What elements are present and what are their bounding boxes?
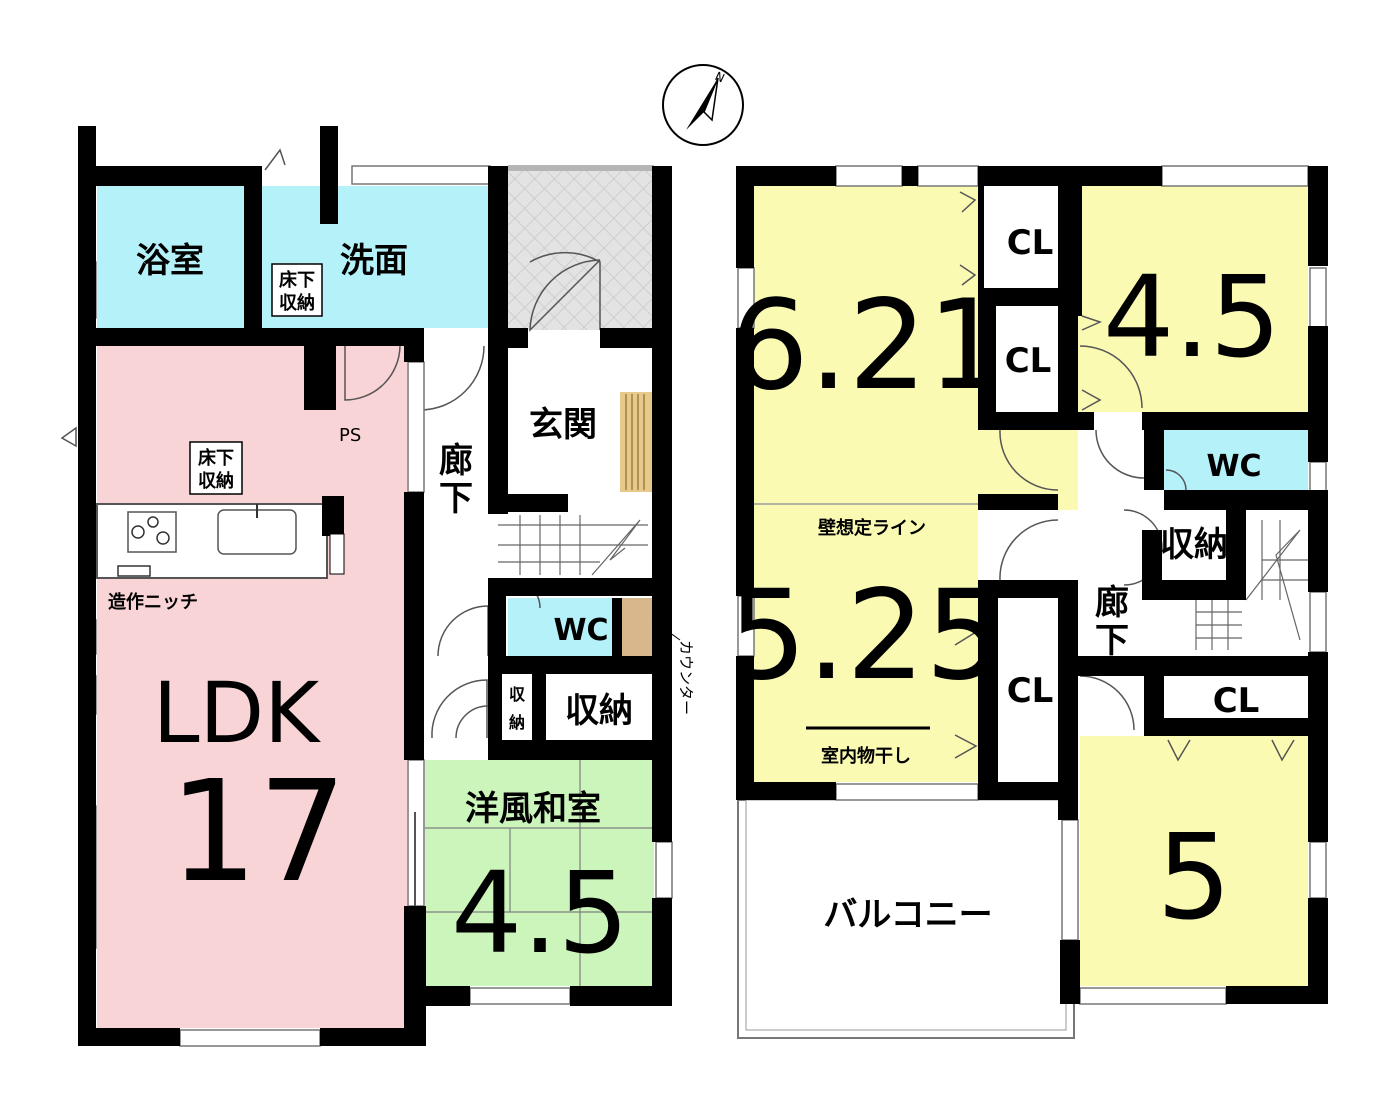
- balcony-label: バルコニー: [823, 895, 992, 935]
- ldk-size: 17: [169, 751, 347, 914]
- underfloor-storage-2-line1: 床下: [198, 447, 234, 469]
- room-b-fill: [1078, 186, 1308, 412]
- closet-3-label: CL: [1007, 671, 1054, 711]
- storage-2-label: 収納: [1160, 525, 1228, 565]
- wc2-label: WC: [1206, 449, 1261, 484]
- counter-fill: [622, 598, 652, 656]
- burner: [147, 516, 159, 528]
- hallway-1-label-bottom: 下: [439, 479, 473, 519]
- closet-3-fill: [998, 598, 1058, 782]
- japanese-room-size: 4.5: [451, 849, 629, 979]
- japanese-room-fill: [425, 760, 654, 986]
- balcony-inner: [745, 799, 1067, 1031]
- closet-2-label: CL: [1005, 341, 1052, 381]
- underfloor-storage-1-line2: 収納: [279, 292, 315, 314]
- walls-1: [78, 126, 672, 1046]
- ldk-label: LDK: [153, 664, 321, 762]
- floor-1: 浴室 洗面 床下 収納 床下 収納 PS 造作ニッチ LDK 17 玄関 廊 下…: [60, 126, 695, 1047]
- entrance-tile-edge: [508, 165, 654, 171]
- japanese-room-label: 洋風和室: [465, 789, 601, 829]
- hallway-2-label-bottom: 下: [1095, 621, 1129, 661]
- wc2-fill: [1164, 430, 1308, 490]
- room-b-size: 4.5: [1103, 253, 1281, 383]
- hallway-1-label-top: 廊: [439, 441, 473, 481]
- small-storage-line1: 収: [509, 685, 526, 704]
- storage-1-label: 収納: [565, 691, 633, 731]
- walls-2: [736, 166, 1328, 1004]
- floor-2: 6.21 CL CL 4.5 WC 壁想定ライン 5.25 CL 収納 廊 下 …: [728, 165, 1328, 1039]
- entrance-tile-fill: [508, 166, 654, 330]
- closet-4-fill: [1164, 676, 1308, 718]
- underfloor-storage-box-2: [189, 441, 243, 495]
- small-storage-line2: 納: [509, 713, 525, 732]
- underfloor-storage-box-1: [271, 263, 323, 317]
- underfloor-storage-1-line1: 床下: [279, 269, 315, 291]
- indoor-drying-label: 室内物干し: [821, 745, 911, 767]
- entrance-label: 玄関: [529, 405, 597, 445]
- closet-1-wall: [978, 186, 984, 290]
- ps-label: PS: [339, 425, 361, 446]
- stove: [127, 511, 177, 553]
- assumed-wall-label: 壁想定ライン: [818, 517, 926, 539]
- wc1-fill: [508, 598, 620, 656]
- niche-label: 造作ニッチ: [108, 591, 198, 613]
- washroom-label: 洗面: [340, 241, 408, 281]
- entrance-step: [620, 392, 652, 492]
- hallway-2-label-top: 廊: [1095, 583, 1129, 623]
- tatami-lines: [425, 760, 654, 986]
- wall-stub: [329, 533, 345, 575]
- burner: [156, 531, 170, 545]
- stairs-1: [498, 515, 648, 576]
- wc1-label: WC: [553, 613, 608, 648]
- burner: [131, 525, 145, 539]
- compass: N: [662, 64, 744, 146]
- room-c-size: 5.25: [728, 564, 1004, 708]
- closet-1-label: CL: [1007, 223, 1054, 263]
- bath-label: 浴室: [136, 241, 204, 281]
- closet-1-fill: [984, 186, 1058, 288]
- room-d-fill: [1080, 736, 1308, 986]
- compass-needle-light: [703, 77, 719, 122]
- underfloor-storage-2-line2: 収納: [198, 470, 234, 492]
- counter-label: カウンター: [677, 640, 695, 715]
- niche-mark: [117, 565, 151, 577]
- stairs-2: [1195, 520, 1308, 650]
- room-a-fill: [754, 186, 978, 782]
- bath-fill: [97, 186, 244, 328]
- closet-2-fill: [996, 306, 1058, 412]
- room-a-size: 6.21: [730, 274, 1006, 418]
- room-d-size: 5: [1156, 808, 1231, 946]
- entrance-step-lines: [625, 394, 645, 490]
- ldk-fill: [97, 346, 407, 1028]
- closet-4-label: CL: [1213, 681, 1260, 721]
- counter-leader: [651, 619, 681, 641]
- compass-needle: [686, 78, 718, 130]
